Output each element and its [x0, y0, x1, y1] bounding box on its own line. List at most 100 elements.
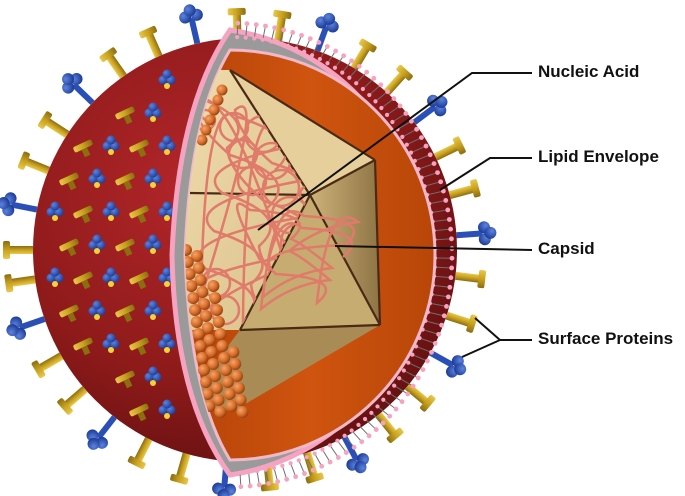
- surface-protein-gold: [404, 383, 436, 412]
- capsomere: [208, 104, 220, 116]
- nucleic-acid-strand-right: [235, 202, 362, 312]
- capsomere: [199, 376, 212, 388]
- surface-protein-gold: [383, 64, 413, 96]
- embedded-protein-blue: [158, 399, 176, 419]
- surface-protein-gold: [57, 386, 88, 415]
- capsomere: [214, 328, 227, 340]
- embedded-protein-blue: [102, 135, 120, 155]
- embedded-protein-gold: [59, 238, 79, 257]
- capsomere: [212, 94, 224, 106]
- capsomere: [212, 316, 225, 328]
- surface-protein-blue: [314, 12, 339, 52]
- embedded-protein-gold: [73, 205, 93, 224]
- embedded-protein-gold: [115, 106, 135, 125]
- label-capsid: Capsid: [538, 239, 595, 258]
- label-surface-proteins: Surface Proteins: [538, 329, 674, 348]
- capsomere: [196, 134, 208, 146]
- capsomere: [190, 316, 203, 328]
- embedded-protein-gold: [129, 403, 149, 422]
- capsid-face-right: [310, 160, 380, 325]
- capsomere: [229, 358, 242, 370]
- embedded-protein-blue: [102, 333, 120, 353]
- capsomere: [225, 400, 238, 412]
- capsomere: [203, 334, 216, 346]
- capsomere: [236, 406, 249, 418]
- capsomere: [185, 244, 192, 256]
- embedded-protein-blue: [158, 69, 176, 89]
- leader-lipid-envelope: [439, 157, 532, 191]
- embedded-protein-blue: [144, 102, 162, 122]
- embedded-protein-gold: [129, 271, 149, 290]
- embedded-protein-blue: [158, 333, 176, 353]
- capsomere: [187, 292, 200, 304]
- surface-protein-gold: [445, 311, 478, 333]
- surface-protein-gold: [99, 47, 127, 79]
- capsomere: [207, 280, 220, 292]
- embedded-protein-gold: [115, 304, 135, 323]
- leader-lines: [257, 72, 533, 358]
- embedded-protein-blue: [144, 168, 162, 188]
- embedded-protein-gold: [59, 304, 79, 323]
- surface-protein-blue: [6, 316, 46, 340]
- embedded-protein-gold: [73, 337, 93, 356]
- surface-protein-blue: [428, 350, 467, 378]
- capsomere: [200, 124, 212, 136]
- capsid: [185, 69, 382, 418]
- capsomere: [212, 394, 225, 406]
- surface-protein-gold: [37, 111, 70, 138]
- leader-nucleic-acid: [257, 72, 532, 231]
- embedded-protein-blue: [102, 267, 120, 287]
- capsomere: [209, 370, 221, 382]
- capsomere: [221, 376, 234, 388]
- capsomere: [185, 280, 198, 292]
- capsomere: [220, 364, 232, 376]
- surface-protein-blue: [456, 221, 497, 246]
- capsomere: [192, 262, 205, 274]
- surface-protein-gold: [31, 352, 64, 379]
- surface-protein-blue: [341, 435, 369, 474]
- embedded-protein-blue: [46, 201, 64, 221]
- capsomere: [198, 298, 211, 310]
- capsid-face-bottom: [240, 195, 380, 330]
- embedded-protein-blue: [46, 267, 64, 287]
- surface-protein-blue: [86, 415, 117, 450]
- surface-protein-blue: [62, 72, 95, 105]
- embedded-protein-gold: [73, 139, 93, 158]
- surface-protein-gold: [448, 179, 481, 199]
- embedded-protein-blue: [144, 366, 162, 386]
- embedded-protein-blue: [88, 300, 106, 320]
- embedded-protein-blue: [144, 300, 162, 320]
- surface-protein-gold: [454, 269, 487, 289]
- capsomere: [214, 406, 227, 418]
- surface-protein-gold: [375, 412, 404, 443]
- surface-protein-gold: [4, 274, 36, 293]
- embedded-proteins: [46, 69, 176, 422]
- capsomere: [210, 382, 223, 394]
- capsomere: [232, 382, 245, 394]
- leader-surface-proteins-2: [461, 339, 501, 358]
- surface-protein-gold: [3, 241, 33, 259]
- embedded-protein-blue: [102, 201, 120, 221]
- embedded-protein-blue: [88, 168, 106, 188]
- surface-protein-gold: [273, 9, 292, 42]
- capsomere: [192, 328, 205, 340]
- capsomere: [198, 364, 210, 376]
- capsomere: [234, 394, 247, 406]
- surface-protein-gold: [170, 452, 191, 485]
- capsomere: [216, 84, 228, 96]
- capsomere: [185, 256, 194, 268]
- capsomere: [211, 304, 223, 316]
- capsomere: [207, 358, 220, 370]
- embedded-protein-gold: [115, 172, 135, 191]
- embedded-protein-blue: [144, 234, 162, 254]
- capsomere: [204, 114, 216, 126]
- embedded-protein-gold: [59, 172, 79, 191]
- capsomere: [205, 346, 218, 358]
- capsomere: [223, 388, 236, 400]
- leader-surface-proteins-1: [474, 317, 532, 341]
- capsomere: [201, 388, 214, 400]
- capsomere: [189, 304, 201, 316]
- capsid-face-upper: [230, 70, 375, 195]
- capsomere: [200, 310, 212, 322]
